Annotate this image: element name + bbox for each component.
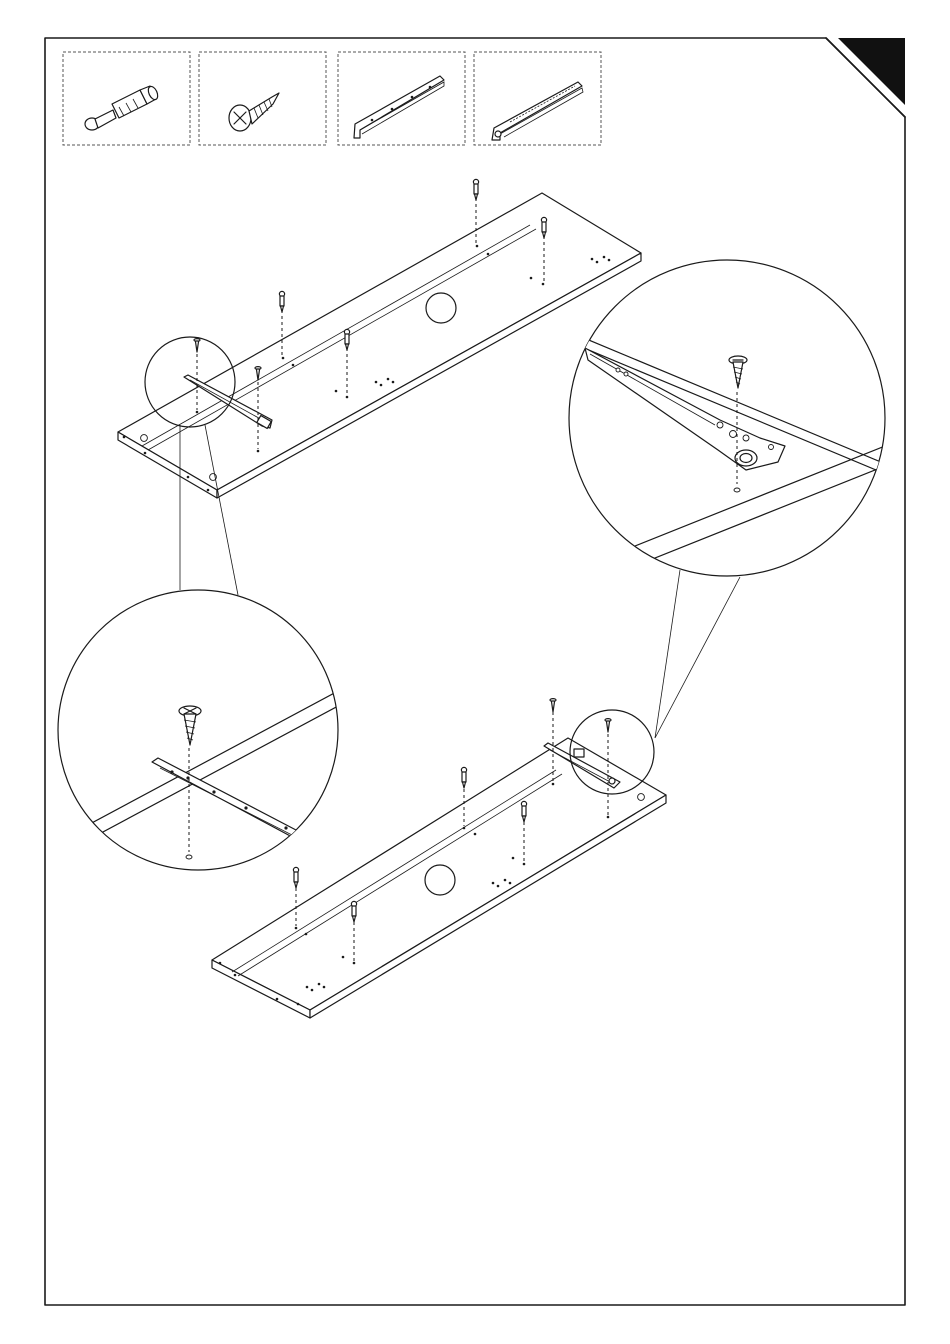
detail-zoom-runner-front <box>560 260 900 580</box>
grommet-hole-bottom <box>425 865 455 895</box>
drawer-runner-wheel-icon <box>492 82 583 140</box>
wood-screw-icon <box>229 93 279 131</box>
corner-tab-icon <box>838 38 905 105</box>
part-box-wood-screw <box>199 52 326 145</box>
grommet-hole <box>426 293 456 323</box>
parts-row <box>63 52 601 145</box>
top-panel <box>118 179 641 498</box>
detail-zoom-runner-rear <box>58 590 340 870</box>
drawer-runner-icon <box>354 76 444 138</box>
cam-dowel-icon <box>85 85 160 130</box>
